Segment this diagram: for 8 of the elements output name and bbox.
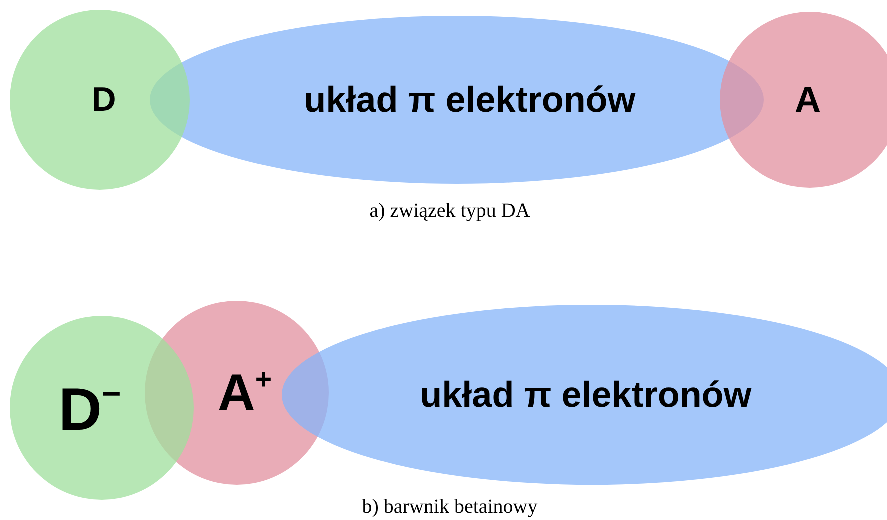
node-label: układ π elektronów: [304, 82, 636, 118]
caption: a) związek typu DA: [370, 200, 530, 223]
node-label: D$^{−}$: [58, 376, 122, 440]
node-label: A: [795, 82, 821, 118]
caption: b) barwnik betainowy: [362, 496, 538, 519]
node-label: D: [92, 83, 116, 117]
node-label: układ π elektronów: [420, 377, 752, 413]
node-label: A$^{+}$: [218, 366, 272, 420]
